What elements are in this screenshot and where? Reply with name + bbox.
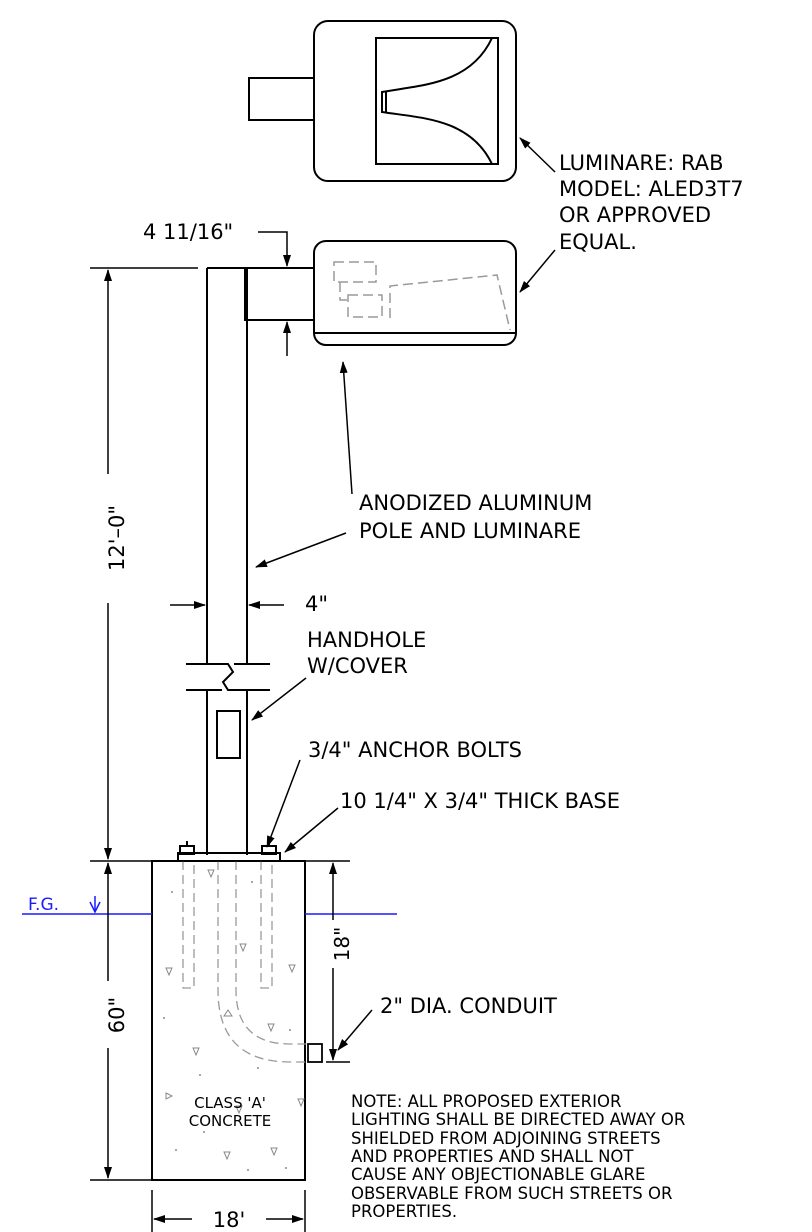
- luminaire-elevation: [244, 240, 517, 346]
- pole-material-line-1: ANODIZED ALUMINUM: [359, 491, 592, 515]
- luminaire-internal-hidden-lines: [333, 261, 511, 331]
- anchor-bolt-hidden-lines: [182, 861, 310, 1063]
- anchor-bolts-label: 3/4" ANCHOR BOLTS: [308, 738, 522, 762]
- concrete-line-2: CONCRETE: [189, 1112, 272, 1130]
- note-line-2: LIGHTING SHALL BE DIRECTED AWAY OR: [351, 1110, 685, 1129]
- handhole-cover: [216, 710, 241, 759]
- handhole-line-1: HANDHOLE: [307, 628, 426, 652]
- note-line-5: CAUSE ANY OBJECTIONABLE GLARE: [351, 1165, 645, 1184]
- note-line-3: SHIELDED FROM ADJOINING STREETS: [351, 1129, 661, 1148]
- dimension-lines: [90, 231, 350, 1232]
- note-line-7: PROPERTIES.: [351, 1202, 457, 1221]
- luminaire-spec-line-4: EQUAL.: [559, 230, 637, 254]
- general-note: NOTE: ALL PROPOSED EXTERIOR LIGHTING SHA…: [351, 1092, 685, 1221]
- note-line-1: NOTE: ALL PROPOSED EXTERIOR: [351, 1092, 621, 1111]
- note-line-4: AND PROPERTIES AND SHALL NOT: [351, 1147, 634, 1166]
- pole-material-line-2: POLE AND LUMINARE: [359, 519, 581, 543]
- arm-dimension-label: 4 11/16": [143, 220, 233, 244]
- footing-depth-label: 60": [105, 997, 129, 1033]
- embed-depth-label: 18": [330, 927, 354, 962]
- note-line-6: OBSERVABLE FROM SUCH STREETS OR: [351, 1184, 672, 1203]
- handhole-line-2: W/COVER: [307, 654, 408, 678]
- luminaire-top-view: [248, 20, 517, 182]
- aggregate-hatch: [165, 869, 305, 1161]
- base-plate-label: 10 1/4" X 3/4" THICK BASE: [340, 789, 620, 813]
- leader-lines: [251, 137, 556, 1051]
- finished-grade-line: F.G.: [22, 895, 397, 915]
- pole-height-label: 12'–0": [105, 505, 129, 571]
- footing-width-label: 18': [213, 1208, 246, 1232]
- luminaire-spec-line-1: LUMINARE: RAB: [559, 151, 724, 175]
- annotation-text: LUMINARE: RAB MODEL: ALED3T7 OR APPROVED…: [105, 151, 744, 1232]
- luminaire-spec-line-2: MODEL: ALED3T7: [559, 177, 744, 201]
- luminaire-spec-line-3: OR APPROVED: [559, 203, 711, 227]
- aggregate-dots: [163, 881, 291, 1171]
- pole-width-label: 4": [305, 592, 328, 616]
- grade-label: F.G.: [28, 895, 59, 915]
- concrete-footing: [151, 860, 323, 1181]
- concrete-line-1: CLASS 'A': [194, 1094, 266, 1112]
- conduit-label: 2" DIA. CONDUIT: [380, 994, 557, 1018]
